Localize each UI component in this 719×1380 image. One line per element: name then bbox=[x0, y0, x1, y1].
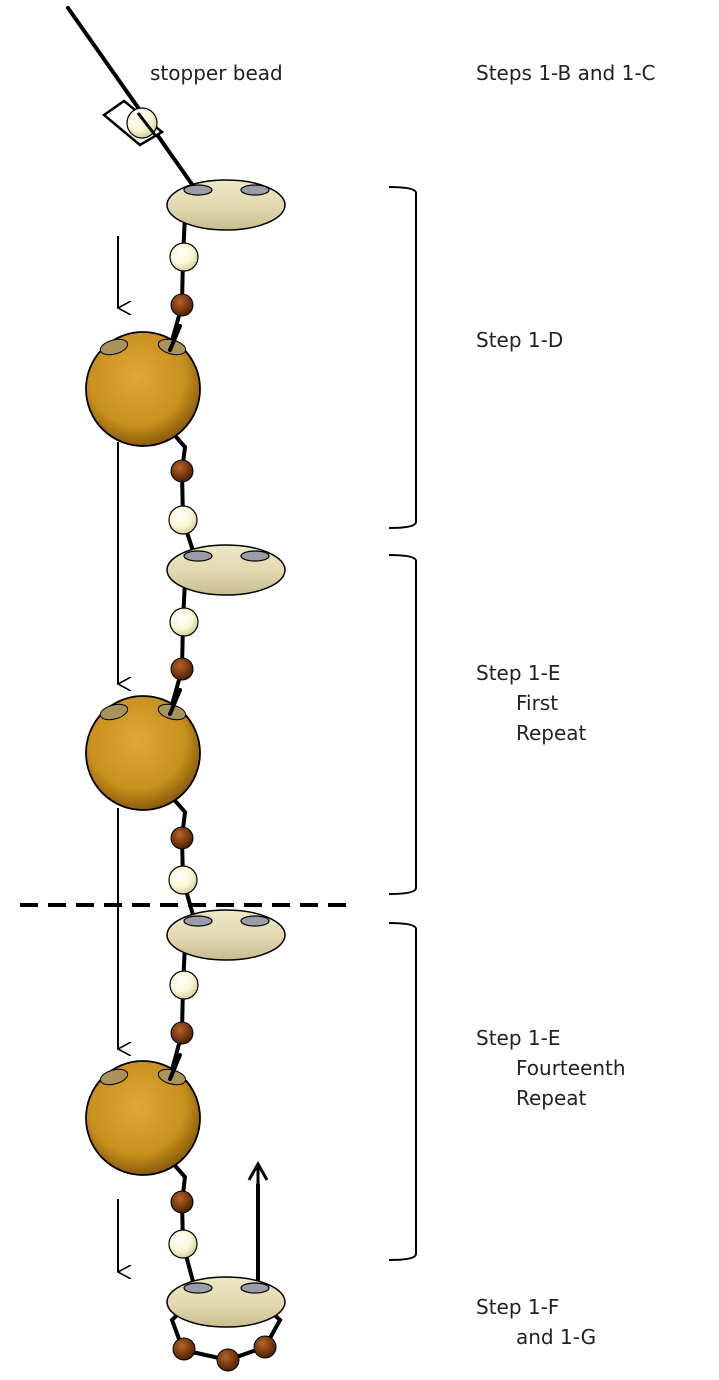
step-1fg-label: Step 1-F and 1-G bbox=[476, 1292, 596, 1352]
seed-bead-brown bbox=[170, 826, 194, 850]
seed-bead-light bbox=[169, 607, 199, 637]
seed-bead-brown bbox=[172, 1337, 196, 1361]
seed-bead-brown bbox=[170, 1021, 194, 1045]
seed-bead-brown bbox=[216, 1348, 240, 1372]
seed-bead-light bbox=[168, 865, 198, 895]
step-1d-label: Step 1-D bbox=[476, 328, 564, 352]
oval-bead bbox=[166, 179, 286, 231]
stopper-bead bbox=[101, 99, 165, 147]
round-bead bbox=[85, 1060, 201, 1176]
step-1e-fourteenth-label: Step 1-E Fourteenth Repeat bbox=[476, 1023, 626, 1113]
bracket-step-1d bbox=[388, 186, 417, 529]
step-1e-first-label: Step 1-E First Repeat bbox=[476, 658, 586, 748]
arrow-up-icon bbox=[247, 1160, 269, 1190]
round-bead bbox=[85, 331, 201, 447]
step-1e-first-line1: Step 1-E bbox=[476, 661, 561, 685]
step-1e-first-line3: Repeat bbox=[516, 721, 587, 745]
step-1fg-line2: and 1-G bbox=[516, 1325, 597, 1349]
seed-bead-light bbox=[169, 970, 199, 1000]
seed-bead-brown bbox=[170, 657, 194, 681]
step-1fg-line1: Step 1-F bbox=[476, 1295, 560, 1319]
bracket-step-1e-first bbox=[388, 554, 417, 895]
seed-bead-light bbox=[169, 242, 199, 272]
step-1e-fourteenth-line3: Repeat bbox=[516, 1086, 587, 1110]
step-1e-fourteenth-line1: Step 1-E bbox=[476, 1026, 561, 1050]
seed-bead-brown bbox=[253, 1335, 277, 1359]
seed-bead-light bbox=[168, 505, 198, 535]
bracket-step-1e-fourteenth bbox=[388, 922, 417, 1261]
seed-bead-brown bbox=[170, 1190, 194, 1214]
seed-bead-brown bbox=[170, 293, 194, 317]
oval-bead bbox=[166, 909, 286, 961]
oval-bead bbox=[166, 544, 286, 596]
oval-bead bbox=[166, 1276, 286, 1328]
step-1e-first-line2: First bbox=[516, 691, 559, 715]
seed-bead-brown bbox=[170, 459, 194, 483]
round-bead bbox=[85, 695, 201, 811]
step-1bc-label: Steps 1-B and 1-C bbox=[476, 61, 656, 85]
stopper-bead-label: stopper bead bbox=[150, 61, 283, 85]
step-1e-fourteenth-line2: Fourteenth bbox=[516, 1056, 626, 1080]
seed-bead-light bbox=[168, 1229, 198, 1259]
